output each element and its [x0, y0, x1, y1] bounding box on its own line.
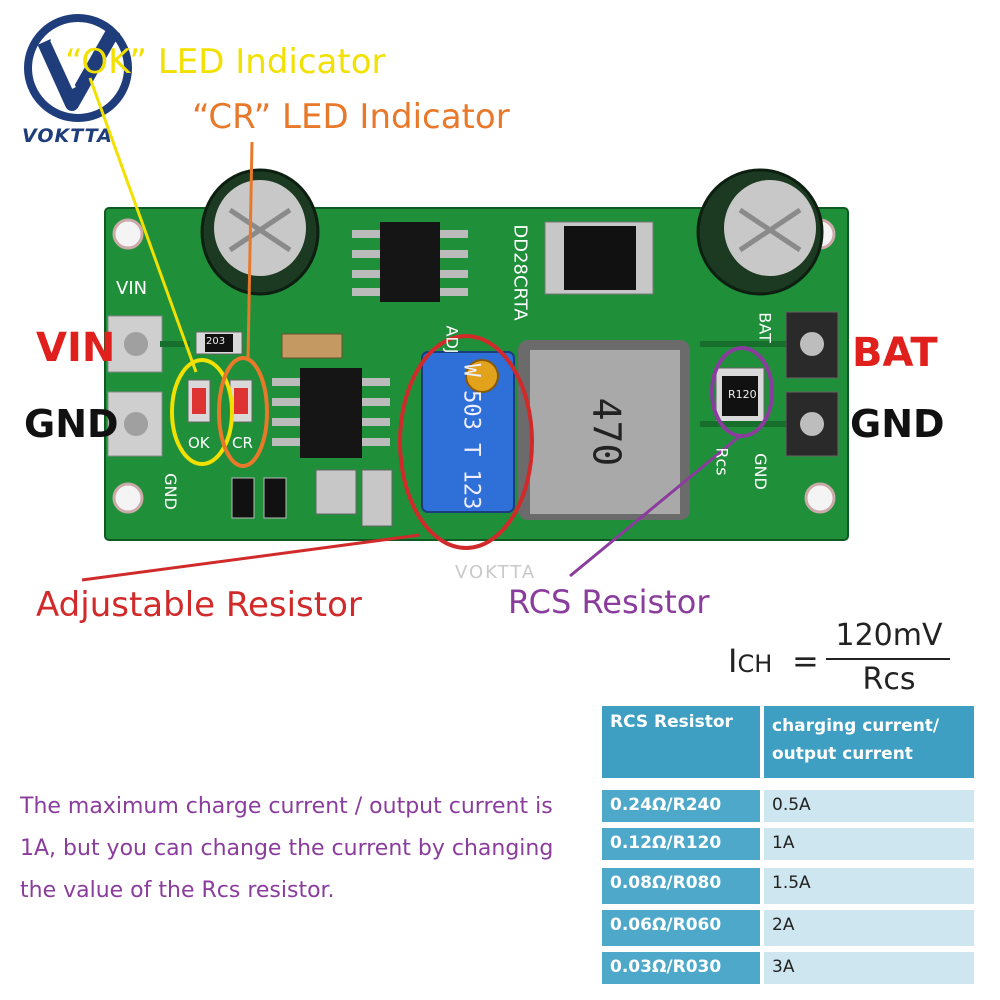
description-text: The maximum charge current / output curr… [20, 794, 554, 903]
rcs-resistor-label: RCS Resistor [508, 583, 710, 621]
watermark: VOKTTA [455, 562, 537, 583]
table-header-current: charging current/ output current [764, 706, 974, 778]
potentiometer-marking: W 503 T 123 [458, 363, 484, 510]
table-cell-rcs: 0.24Ω/R240 [602, 790, 760, 822]
voktta-logo-icon [24, 14, 132, 122]
gnd-right-label: GND [850, 402, 945, 446]
table-cell-rcs: 0.06Ω/R060 [602, 910, 760, 946]
silk-bat: BAT [755, 312, 775, 343]
table-cell-current: 1.5A [764, 868, 974, 904]
table-cell-current: 1A [764, 828, 974, 860]
table-header-rcs: RCS Resistor [602, 706, 760, 778]
vin-label: VIN [36, 325, 116, 371]
table-cell-current: 0.5A [764, 790, 974, 822]
silk-gnd-right: GND [750, 453, 770, 490]
table-cell-rcs: 0.08Ω/R080 [602, 868, 760, 904]
ok-led-indicator-label: “OK” LED Indicator [65, 42, 386, 82]
formula-equals: = [792, 642, 819, 680]
silk-gnd-left: GND [160, 473, 180, 510]
table-cell-rcs: 0.03Ω/R030 [602, 952, 760, 984]
led-ok-silk: OK [188, 434, 210, 452]
formula-numerator: 120mV [835, 618, 943, 653]
formula-lhs: ICH [728, 642, 773, 680]
silk-adj: ADJ [442, 325, 462, 354]
led-cr-silk: CR [232, 434, 253, 452]
logo-text: VOKTTA [22, 125, 113, 147]
inductor-marking: 470 [584, 397, 629, 467]
formula-fraction-bar [826, 658, 950, 660]
charge-current-formula: ICH = 120mV Rcs [728, 618, 958, 698]
table-cell-rcs: 0.12Ω/R120 [602, 828, 760, 860]
table-cell-current: 2A [764, 910, 974, 946]
silk-model: DD28CRTA [509, 224, 531, 321]
cr-led-indicator-label: “CR” LED Indicator [192, 97, 510, 137]
formula-denominator: Rcs [862, 662, 916, 697]
table-cell-current: 3A [764, 952, 974, 984]
silk-rcs: Rcs [712, 447, 732, 476]
chip-203: 203 [206, 336, 226, 347]
gnd-left-label: GND [24, 402, 119, 446]
silk-vin: VIN [116, 278, 148, 299]
bat-label: BAT [852, 330, 938, 376]
adjustable-resistor-label: Adjustable Resistor [36, 585, 362, 625]
rcs-chip-marking: R120 [728, 388, 757, 401]
